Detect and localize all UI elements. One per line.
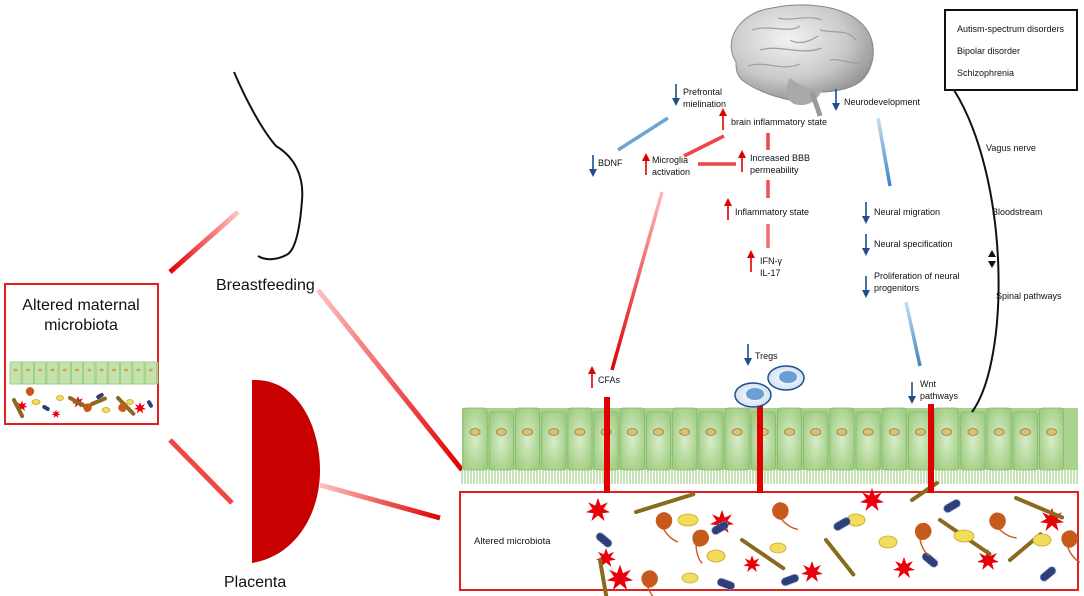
label-wnt-2: pathways [920,391,959,401]
label-brain-inflammatory: brain inflammatory state [731,117,827,127]
label-cfas: CFAs [598,375,621,385]
breastfeeding-label: Breastfeeding [216,277,315,294]
treg-cell-1 [734,382,772,408]
line-neurodev-migration [876,117,892,187]
disorder-2: Bipolar disorder [957,46,1020,56]
down-arrow-icon [862,234,870,256]
up-arrow-icon [738,150,746,172]
label-wnt-1: Wnt [920,379,937,389]
line-cfas-microglia [610,191,664,371]
label-bbb-2: permeability [750,165,799,175]
brain-illustration [730,4,874,117]
wnt-bar [928,404,934,493]
connector-placenta-gut [319,482,441,521]
up-arrow-icon [719,108,727,130]
route-spinal: Spinal pathways [996,291,1062,301]
line-microglia-brain [683,134,725,158]
connector-maternal-breastfeeding [168,210,240,274]
connector-breastfeeding-gut [316,288,464,472]
disorder-3: Schizophrenia [957,68,1014,78]
label-tregs: Tregs [755,351,778,361]
up-arrow-icon [747,250,755,272]
label-neurodevelopment: Neurodevelopment [844,97,921,107]
label-prefrontal-1: Prefrontal [683,87,722,97]
route-bloodstream: Bloodstream [992,207,1043,217]
treg-cell-2 [767,365,805,391]
label-microglia-2: activation [652,167,690,177]
maternal-microbiota-title-2: microbiota [44,317,118,334]
label-bdnf: BDNF [598,158,623,168]
down-arrow-icon [589,155,597,177]
connector-maternal-placenta [168,438,234,505]
disorder-1: Autism-spectrum disorders [957,24,1065,34]
down-arrow-icon [862,202,870,224]
label-prefrontal-2: mielination [683,99,726,109]
line-prolif-wnt [904,301,922,367]
label-bbb-1: Increased BBB [750,153,810,163]
down-arrow-icon [862,276,870,298]
gut-microbiota [585,481,1081,596]
down-arrow-icon [832,89,840,111]
tregs-bar [757,398,763,493]
mini-epithelium [9,361,159,385]
label-neural-specification: Neural specification [874,239,953,249]
placenta-label: Placenta [224,574,286,591]
up-arrow-icon [724,198,732,220]
line-bdnf-prefrontal [617,116,669,152]
up-arrow-icon [588,366,596,388]
down-arrow-icon [908,382,916,404]
bidirectional-arrow-icon [988,250,996,268]
down-arrow-icon [744,344,752,366]
cfas-bar [604,397,610,493]
microvilli [461,470,1078,484]
label-il17: IL-17 [760,268,781,278]
label-inflammatory-state: Inflammatory state [735,207,809,217]
down-arrow-icon [672,84,680,106]
label-proliferation-1: Proliferation of neural [874,271,960,281]
breast-outline [233,71,304,261]
altered-microbiota-box [459,491,1079,591]
label-proliferation-2: progenitors [874,283,920,293]
up-arrow-icon [642,153,650,175]
label-ifn: IFN-γ [760,256,782,266]
maternal-microbiota-title-1: Altered maternal [22,297,139,314]
gut-brain-axis-arc [953,89,1000,413]
mini-microbiota [12,387,153,419]
route-vagus: Vagus nerve [986,143,1036,153]
label-neural-migration: Neural migration [874,207,940,217]
gut-epithelium [462,407,1078,471]
disorders-box [944,9,1078,91]
placenta-shape [252,379,320,563]
altered-microbiota-label: Altered microbiota [474,536,551,547]
label-microglia-1: Microglia [652,155,688,165]
